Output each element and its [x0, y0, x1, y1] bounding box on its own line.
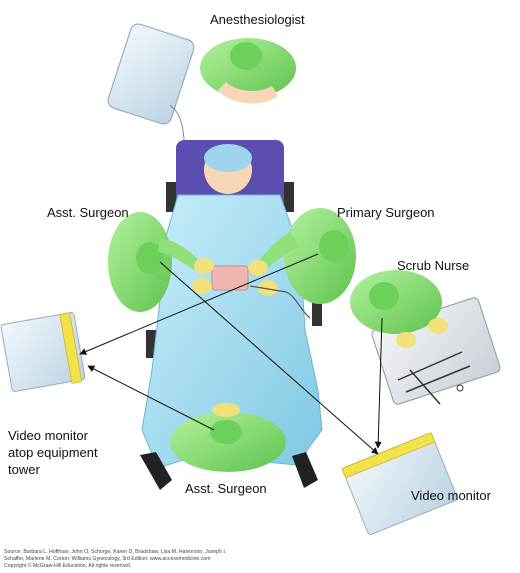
label-video-monitor-tower-3: tower — [8, 462, 40, 477]
sightline-asst-bottom-to-tower-monitor — [87, 365, 215, 431]
source-citation: Source: Barbara L. Hoffman, John O. Scho… — [4, 549, 226, 570]
patient-head — [204, 144, 252, 194]
instrument-cable — [249, 285, 311, 319]
anesthesiologist-figure — [200, 38, 296, 104]
source-line-3: Copyright © McGraw-Hill Education. All r… — [4, 563, 132, 569]
label-asst-surgeon-bottom: Asst. Surgeon — [185, 481, 267, 496]
primary-surgeon-figure — [248, 208, 356, 304]
sightline-primary-to-tower-monitor — [79, 253, 319, 355]
sightline-asst-left-to-video-monitor — [159, 261, 379, 455]
label-asst-surgeon-left: Asst. Surgeon — [47, 205, 129, 220]
source-line-1: Source: Barbara L. Hoffman, John O. Scho… — [4, 549, 227, 555]
scrub-nurse-figure — [350, 270, 448, 348]
video-monitor — [341, 432, 458, 535]
label-video-monitor-tower-2: atop equipment — [8, 445, 98, 460]
sightline-scrub-nurse-to-video-monitor — [374, 317, 383, 449]
label-primary-surgeon: Primary Surgeon — [337, 205, 435, 220]
source-line-2: Schaffer, Marlene M. Corton: Williams Gy… — [4, 556, 211, 562]
label-anesthesiologist: Anesthesiologist — [210, 12, 305, 27]
sight-lines — [79, 253, 383, 455]
anesthesia-monitor — [107, 23, 195, 125]
asst-surgeon-left-figure — [108, 212, 214, 312]
label-video-monitor: Video monitor — [411, 488, 491, 503]
video-monitor-tower — [0, 312, 86, 392]
label-video-monitor-tower-1: Video monitor — [8, 428, 88, 443]
asst-surgeon-bottom-figure — [170, 403, 286, 472]
label-scrub-nurse: Scrub Nurse — [397, 258, 470, 273]
